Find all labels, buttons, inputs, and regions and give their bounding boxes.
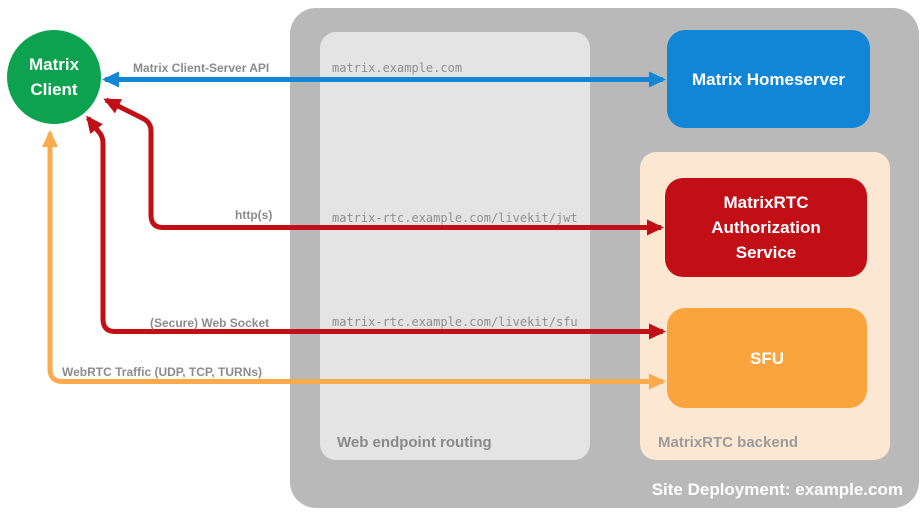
matrix-homeserver-label: Matrix Homeserver — [691, 69, 846, 89]
endpoint-livekit-jwt-url: matrix-rtc.example.com/livekit/jwt — [332, 211, 578, 225]
web-endpoint-routing-label: Web endpoint routing — [337, 434, 492, 451]
matrix-client-node: Matrix Client — [7, 30, 101, 124]
sfu-node: SFU — [667, 308, 867, 408]
site-deployment-label: Site Deployment: example.com — [651, 480, 903, 499]
endpoint-livekit-sfu-url: matrix-rtc.example.com/livekit/sfu — [332, 315, 578, 329]
web-endpoint-routing-group: Web endpoint routing — [320, 32, 590, 460]
matrixrtc-authorization-service-label: MatrixRTC Authorization Service — [711, 193, 821, 262]
endpoint-homeserver-url: matrix.example.com — [332, 61, 463, 75]
matrix-homeserver-node: Matrix Homeserver — [667, 30, 870, 128]
matrix-client-label: Matrix Client — [28, 55, 80, 99]
client-server-api-arrow-label: Matrix Client-Server API — [133, 61, 270, 75]
websocket-arrow-label: (Secure) Web Socket — [150, 316, 270, 330]
matrixrtc-authorization-service-node: MatrixRTC Authorization Service — [665, 178, 867, 277]
webrtc-traffic-arrow-label: WebRTC Traffic (UDP, TCP, TURNs) — [62, 365, 263, 379]
matrixrtc-backend-label: MatrixRTC backend — [658, 434, 799, 451]
sfu-label: SFU — [750, 348, 784, 368]
http-arrow-label: http(s) — [235, 208, 273, 222]
